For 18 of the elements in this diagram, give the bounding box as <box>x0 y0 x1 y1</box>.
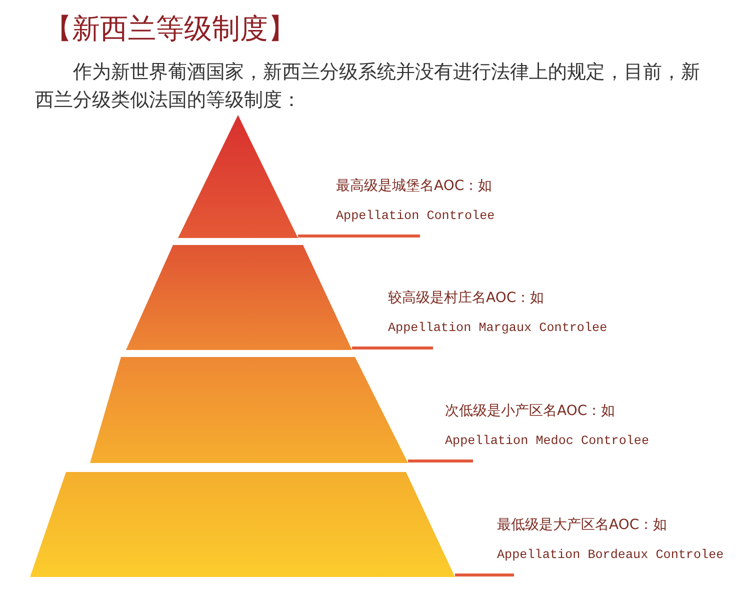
leader-line <box>408 460 473 462</box>
level-description: 最高级是城堡名AOC：如 <box>336 177 494 196</box>
appellation-example: Appellation Medoc Controlee <box>445 433 650 450</box>
leader-line <box>352 346 433 350</box>
level-description: 次低级是小产区名AOC：如 <box>445 402 616 421</box>
appellation-example: Appellation Bordeaux Controlee <box>497 547 724 564</box>
appellation-example: Appellation Controlee <box>336 208 495 225</box>
pyramid-tier <box>126 245 352 350</box>
level-description: 较高级是村庄名AOC：如 <box>388 289 546 308</box>
level-description: 最低级是大产区名AOC：如 <box>497 516 668 535</box>
leader-line <box>455 574 514 576</box>
leader-line <box>298 234 420 238</box>
intro-paragraph: 作为新世界葡酒国家，新西兰分级系统并没有进行法律上的规定，目前，新西兰分级类似法国的等级制度： <box>35 60 701 113</box>
pyramid-tier <box>30 472 455 577</box>
pyramid-tier <box>178 115 298 238</box>
pyramid-tier <box>90 357 408 463</box>
title: 【新西兰等级制度】 <box>44 11 296 47</box>
appellation-example: Appellation Margaux Controlee <box>388 320 608 337</box>
